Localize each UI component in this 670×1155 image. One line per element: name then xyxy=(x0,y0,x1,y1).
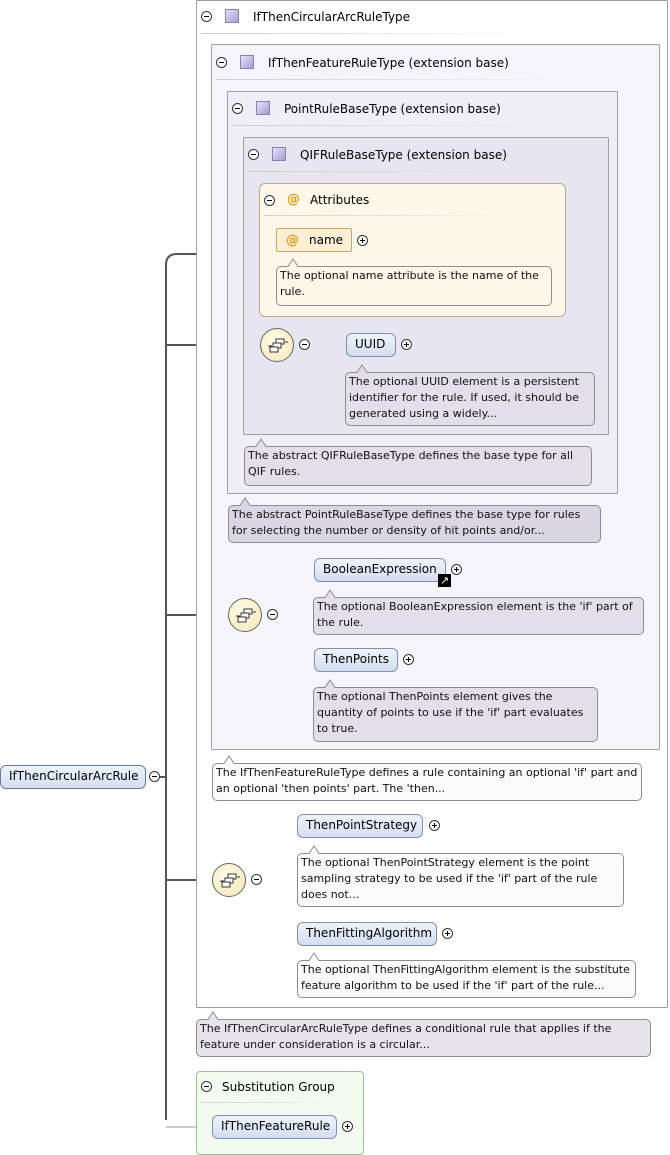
annotation-text: The optional UUID element is a persisten… xyxy=(349,375,579,420)
annotation-name: The optional name attribute is the name … xyxy=(276,258,552,306)
reference-arrow-icon: ↗ xyxy=(438,574,451,587)
annotation-thenpointstrategy: The optional ThenPointStrategy element i… xyxy=(297,845,624,907)
header-divider xyxy=(201,33,561,34)
annotation-text: The optional ThenFittingAlgorithm elemen… xyxy=(301,963,630,992)
sequence-icon xyxy=(220,873,240,888)
element-thenpointstrategy[interactable]: ThenPointStrategy xyxy=(297,814,423,838)
attribute-label: name xyxy=(309,233,344,247)
complex-type-icon xyxy=(272,147,286,161)
header-divider xyxy=(232,125,532,126)
callout-tip xyxy=(324,589,336,598)
expand-toggle[interactable] xyxy=(429,820,440,831)
element-booleanexpression[interactable]: BooleanExpression xyxy=(314,558,446,582)
callout-tip xyxy=(287,258,299,267)
annotation-text: The abstract PointRuleBaseType defines t… xyxy=(232,508,581,537)
collapse-toggle[interactable] xyxy=(299,339,310,350)
callout-tip xyxy=(239,497,251,506)
callout-tip xyxy=(324,679,336,688)
annotation-ifthencirculararcruletype: The IfThenCircularArcRuleType defines a … xyxy=(196,1011,651,1057)
callout-tip xyxy=(223,755,235,764)
element-thenpoints[interactable]: ThenPoints xyxy=(314,648,398,672)
collapse-toggle[interactable] xyxy=(201,11,212,22)
expand-toggle[interactable] xyxy=(357,235,368,246)
header-divider xyxy=(248,171,518,172)
sequence-compositor[interactable] xyxy=(212,863,246,897)
attribute-name[interactable]: @ name xyxy=(276,228,352,252)
sequence-compositor[interactable] xyxy=(228,598,262,632)
type-title: PointRuleBaseType (extension base) xyxy=(284,102,501,116)
substitution-title: Substitution Group xyxy=(222,1080,335,1094)
annotation-pointrulebasetype: The abstract PointRuleBaseType defines t… xyxy=(228,497,601,543)
attribute-icon: @ xyxy=(286,233,299,248)
collapse-toggle[interactable] xyxy=(232,103,243,114)
sequence-compositor[interactable] xyxy=(260,328,294,362)
annotation-thenpoints: The optional ThenPoints element gives th… xyxy=(313,679,598,742)
header-divider xyxy=(201,1102,331,1103)
annotation-qifrulebasetype: The abstract QIFRuleBaseType defines the… xyxy=(244,438,592,486)
annotation-text: The optional ThenPoints element gives th… xyxy=(317,690,584,735)
collapse-toggle[interactable] xyxy=(251,874,262,885)
type-title: IfThenFeatureRuleType (extension base) xyxy=(268,56,509,70)
complex-type-icon xyxy=(240,55,254,69)
complex-type-icon xyxy=(256,101,270,115)
annotation-text: The optional name attribute is the name … xyxy=(280,269,539,298)
annotation-text: The abstract QIFRuleBaseType defines the… xyxy=(248,449,574,478)
complex-type-icon xyxy=(225,9,239,23)
collapse-toggle[interactable] xyxy=(216,57,227,68)
element-ifthenfeaturerule[interactable]: IfThenFeatureRule xyxy=(212,1115,337,1139)
collapse-toggle[interactable] xyxy=(201,1081,212,1092)
collapse-toggle[interactable] xyxy=(149,771,160,782)
expand-toggle[interactable] xyxy=(403,654,414,665)
expand-toggle[interactable] xyxy=(401,339,412,350)
type-title: QIFRuleBaseType (extension base) xyxy=(300,148,507,162)
annotation-text: The IfThenCircularArcRuleType defines a … xyxy=(200,1022,612,1051)
header-divider xyxy=(216,79,556,80)
callout-tip xyxy=(255,438,267,447)
callout-tip xyxy=(308,845,320,854)
element-uuid[interactable]: UUID xyxy=(346,333,396,357)
callout-tip xyxy=(308,952,320,961)
annotation-text: The IfThenFeatureRuleType defines a rule… xyxy=(216,766,638,795)
header-divider xyxy=(264,215,494,216)
type-title: IfThenCircularArcRuleType xyxy=(253,10,411,24)
annotation-booleanexpression: The optional BooleanExpression element i… xyxy=(313,589,644,635)
attributes-title: Attributes xyxy=(310,193,370,207)
callout-tip xyxy=(356,364,368,373)
sequence-icon xyxy=(236,608,256,623)
attribute-icon: @ xyxy=(287,192,300,207)
callout-tip xyxy=(207,1011,219,1020)
sequence-icon xyxy=(268,338,288,353)
element-ifthencirculararcrule[interactable]: IfThenCircularArcRule xyxy=(0,765,146,789)
substitution-group: Substitution Group xyxy=(196,1071,364,1155)
collapse-toggle[interactable] xyxy=(267,609,278,620)
annotation-ifthenfeatureruletype: The IfThenFeatureRuleType defines a rule… xyxy=(212,755,642,801)
annotation-text: The optional BooleanExpression element i… xyxy=(317,600,633,629)
annotation-uuid: The optional UUID element is a persisten… xyxy=(345,364,595,426)
collapse-toggle[interactable] xyxy=(264,195,275,206)
annotation-thenfittingalgorithm: The optional ThenFittingAlgorithm elemen… xyxy=(297,952,636,998)
expand-toggle[interactable] xyxy=(451,564,462,575)
annotation-text: The optional ThenPointStrategy element i… xyxy=(301,856,598,901)
expand-toggle[interactable] xyxy=(442,928,453,939)
collapse-toggle[interactable] xyxy=(248,149,259,160)
element-thenfittingalgorithm[interactable]: ThenFittingAlgorithm xyxy=(297,922,437,946)
expand-toggle[interactable] xyxy=(342,1121,353,1132)
